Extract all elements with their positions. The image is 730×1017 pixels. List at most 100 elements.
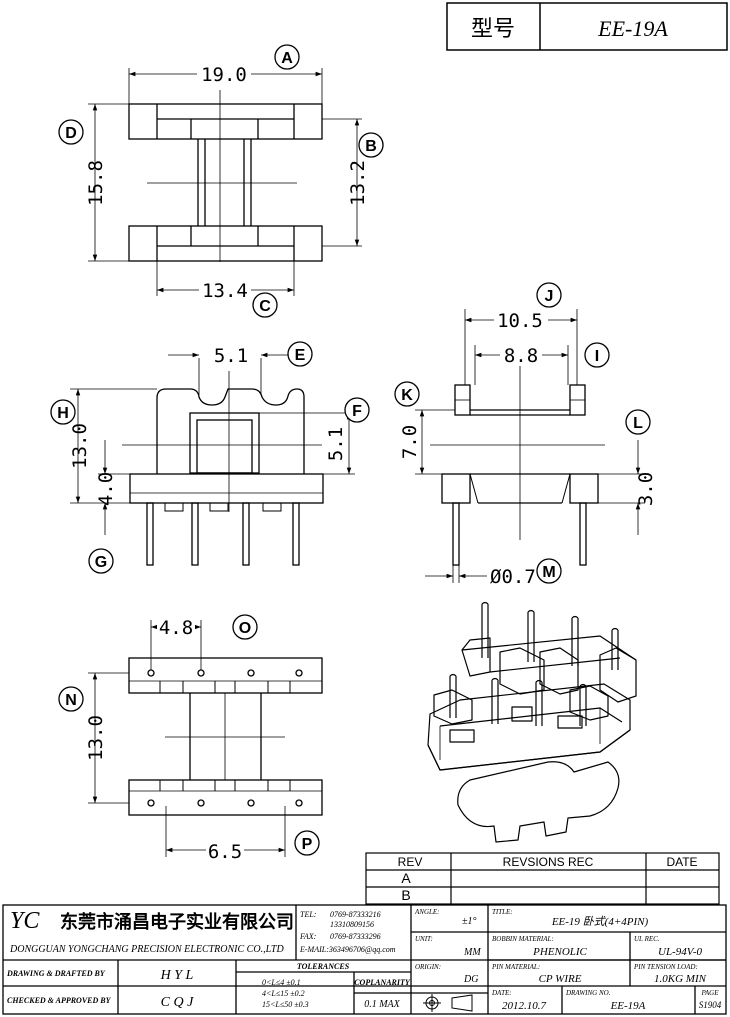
callout-m: M: [536, 558, 562, 584]
date-value: 2012.10.7: [502, 1000, 547, 1012]
pin-tension-label: PIN TENSION LOAD:: [633, 963, 698, 971]
tolerance-3: 15<L≤50 ±0.3: [262, 1000, 309, 1009]
rev-rec-header: REVSIONS REC: [503, 855, 594, 869]
bobbin-label: BOBBIN MATERIAL:: [492, 935, 554, 943]
callout-p: P: [294, 830, 320, 856]
ul-label: UL REC.: [634, 935, 660, 943]
page-label: PAGE: [701, 989, 720, 997]
callout-d: D: [58, 119, 84, 145]
callout-l-label: L: [633, 415, 643, 432]
dim-e-value: 5.1: [214, 345, 248, 367]
dim-g-value: 4.0: [95, 472, 117, 506]
dim-b-value: 13.2: [347, 160, 369, 206]
company-logo: YC: [10, 908, 40, 934]
dim-n-value: 13.0: [85, 715, 107, 761]
tel-1: 0769-87333216: [330, 910, 381, 919]
pin-material-value: CP WIRE: [539, 973, 582, 985]
dim-i-value: 8.8: [504, 345, 538, 367]
callout-m-label: M: [542, 564, 555, 581]
callout-i-label: I: [595, 348, 599, 365]
rev-row-a: A: [401, 870, 411, 886]
callout-a: A: [274, 44, 300, 70]
fax-label: FAX:: [299, 932, 317, 941]
drawing-no-value: EE-19A: [610, 1000, 646, 1012]
callout-g-label: G: [95, 554, 107, 571]
callout-k: K: [394, 381, 420, 407]
callout-b: B: [358, 132, 384, 158]
callout-n: N: [58, 686, 84, 712]
callout-l: L: [625, 409, 651, 435]
bottom-view: [88, 620, 323, 857]
dim-m-value: Ø0.7: [490, 566, 536, 588]
callout-n-label: N: [65, 692, 77, 709]
tel-label: TEL:: [300, 910, 317, 919]
top-view: [88, 68, 362, 296]
angle-value: ±1°: [462, 916, 477, 927]
callout-b-label: B: [365, 138, 377, 155]
dim-d-value: 15.8: [85, 160, 107, 206]
title-label: TITLE:: [492, 908, 513, 916]
callout-h-label: H: [57, 405, 69, 422]
checked-by-label: CHECKED & APPROVED BY: [7, 996, 112, 1005]
page-value: S1904: [699, 1000, 722, 1010]
rev-date-header: DATE: [666, 855, 697, 869]
coplanarity-value: 0.1 MAX: [364, 999, 400, 1010]
angle-label: ANGLE:: [414, 908, 440, 916]
callout-e-label: E: [295, 347, 306, 364]
dim-a-value: 19.0: [201, 64, 247, 86]
dim-f-value: 5.1: [325, 427, 347, 461]
callout-o: O: [232, 614, 258, 640]
callout-g: G: [88, 548, 114, 574]
callout-f: F: [344, 397, 370, 423]
coplanarity-label: COPLANARITY: [354, 978, 411, 987]
projection-symbol-icon: [423, 994, 473, 1012]
bobbin-value: PHENOLIC: [532, 946, 587, 958]
checked-by-value: C Q J: [161, 995, 194, 1010]
callout-j: J: [536, 282, 562, 308]
origin-value: DG: [463, 974, 478, 985]
revision-table: [365, 852, 720, 905]
company-name-en: DONGGUAN YONGCHANG PRECISION ELECTRONIC …: [9, 944, 284, 955]
rev-row-b: B: [401, 887, 410, 903]
model-label: 型号: [471, 17, 515, 42]
callout-h: H: [50, 399, 76, 425]
fax-number: 0769-87333296: [330, 932, 381, 941]
tolerances-label: TOLERANCES: [297, 962, 350, 971]
origin-label: ORIGIN:: [415, 963, 441, 971]
drawn-by-value: H Y L: [160, 968, 194, 983]
ul-value: UL-94V-0: [658, 946, 703, 958]
callout-e: E: [287, 341, 313, 367]
dim-p-value: 6.5: [208, 841, 242, 863]
email: E-MAIL:363496706@qq.com: [299, 945, 396, 954]
model-value: EE-19A: [597, 16, 668, 41]
front-view: [70, 352, 355, 566]
tel-2: 13310809156: [330, 920, 374, 929]
tolerance-1: 0<L≤4 ±0.1: [262, 978, 301, 987]
callout-c: C: [252, 292, 278, 318]
dim-o-value: 4.8: [159, 617, 193, 639]
callout-o-label: O: [239, 620, 251, 637]
dim-c-value: 13.4: [202, 280, 248, 302]
dim-h-value: 13.0: [69, 423, 91, 469]
rev-col-header: REV: [398, 855, 423, 869]
model-header: 型号 EE-19A: [446, 2, 728, 51]
dim-l-value: 3.0: [635, 472, 657, 506]
tolerance-2: 4<L≤15 ±0.2: [262, 989, 305, 998]
callout-f-label: F: [352, 403, 362, 420]
unit-label: UNIT:: [415, 935, 433, 943]
company-name-cn: 东莞市涌昌电子实业有限公司: [60, 911, 294, 933]
date-label: DATE:: [491, 989, 512, 997]
isometric-view: [427, 601, 637, 843]
callout-c-label: C: [259, 298, 271, 315]
callout-a-label: A: [281, 50, 293, 67]
drawing-no-label: DRAWING NO.: [565, 989, 611, 997]
title-block: [2, 904, 727, 1015]
callout-p-label: P: [302, 836, 313, 853]
callout-j-label: J: [545, 288, 554, 305]
callout-k-label: K: [401, 387, 413, 404]
unit-value: MM: [463, 947, 481, 958]
drawn-by-label: DRAWING & DRAFTED BY: [6, 969, 106, 978]
dim-j-value: 10.5: [497, 310, 543, 332]
pin-material-label: PIN MATERIAL:: [491, 963, 540, 971]
